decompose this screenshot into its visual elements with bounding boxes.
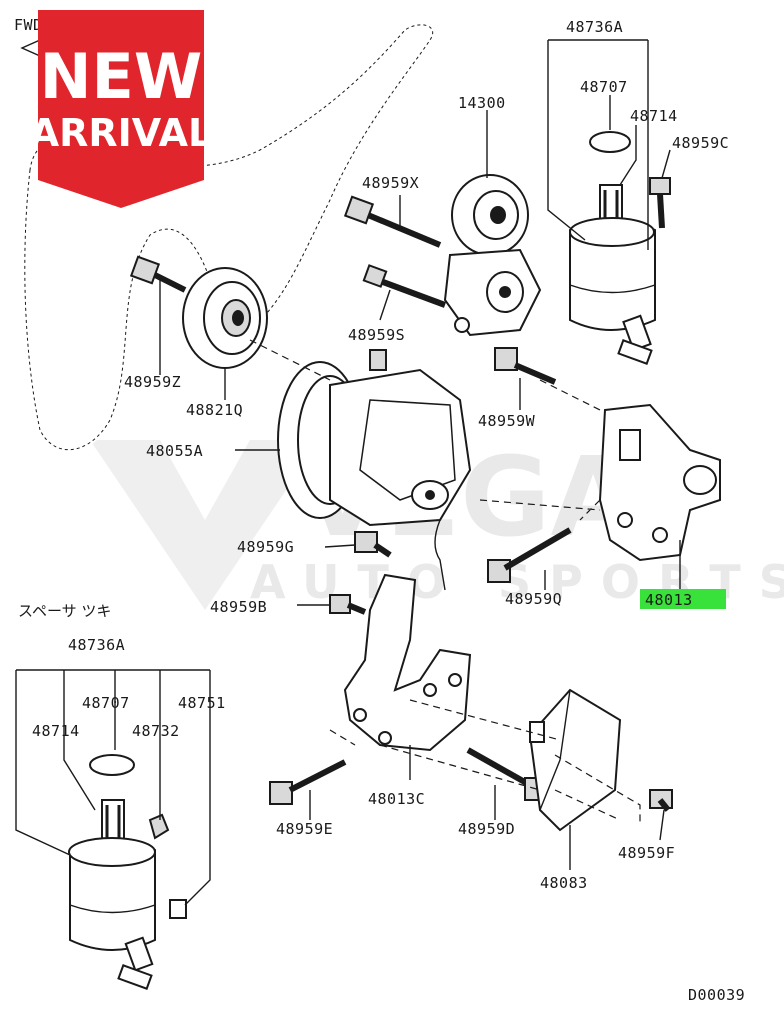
label-48714-top[interactable]: 48714 bbox=[630, 107, 678, 125]
label-48959s[interactable]: 48959S bbox=[348, 326, 405, 344]
heat-shield-48083 bbox=[528, 688, 622, 832]
label-48959q[interactable]: 48959Q bbox=[505, 590, 562, 608]
leader-lines bbox=[15, 39, 681, 906]
diagram-code: D00039 bbox=[688, 986, 745, 1004]
bolt-48959z bbox=[129, 255, 187, 293]
idler-pulley bbox=[182, 267, 268, 369]
label-48736a-bottom[interactable]: 48736A bbox=[68, 636, 125, 654]
label-48959x[interactable]: 48959X bbox=[362, 174, 419, 192]
label-48959d[interactable]: 48959D bbox=[458, 820, 515, 838]
label-48732[interactable]: 48732 bbox=[132, 722, 180, 740]
label-48013[interactable]: 48013 bbox=[645, 591, 693, 609]
bolt-48959f bbox=[649, 789, 673, 812]
label-48959g[interactable]: 48959G bbox=[237, 538, 294, 556]
fwd-arrow-icon: FWD bbox=[14, 16, 43, 57]
reservoir-top bbox=[569, 131, 656, 365]
label-48055a[interactable]: 48055A bbox=[146, 442, 203, 460]
label-48959w[interactable]: 48959W bbox=[478, 412, 536, 430]
new-arrival-badge: NEW ARRIVAL bbox=[30, 10, 213, 208]
label-48736a-top[interactable]: 48736A bbox=[566, 18, 623, 36]
belt-tensioner bbox=[443, 174, 542, 337]
bolt-48959g bbox=[354, 531, 392, 558]
power-steering-pump bbox=[277, 349, 472, 591]
bolt-48959x bbox=[343, 195, 442, 248]
label-48751[interactable]: 48751 bbox=[178, 694, 226, 712]
label-48714-bottom[interactable]: 48714 bbox=[32, 722, 80, 740]
label-48821q[interactable]: 48821Q bbox=[186, 401, 243, 419]
drive-belt bbox=[22, 22, 435, 453]
bolt-48959e bbox=[269, 759, 347, 805]
bolt-48959q bbox=[487, 527, 572, 583]
label-48707-top[interactable]: 48707 bbox=[580, 78, 628, 96]
label-48959z[interactable]: 48959Z bbox=[124, 373, 181, 391]
label-14300[interactable]: 14300 bbox=[458, 94, 506, 112]
label-48013c[interactable]: 48013C bbox=[368, 790, 425, 808]
label-48959b[interactable]: 48959B bbox=[210, 598, 267, 616]
highlight-48013 bbox=[640, 589, 726, 609]
label-48083[interactable]: 48083 bbox=[540, 874, 588, 892]
label-with-spacer: スペーサ ツキ bbox=[18, 602, 111, 620]
dashed-guides bbox=[249, 339, 641, 825]
label-48959c[interactable]: 48959C bbox=[672, 134, 729, 152]
label-48959f[interactable]: 48959F bbox=[618, 844, 675, 862]
bolt-48959b bbox=[329, 594, 367, 615]
badge-line2: ARRIVAL bbox=[30, 111, 213, 155]
part-labels: 48736A 48707 48714 48959C 14300 48959X 4… bbox=[18, 18, 745, 1004]
direction-label: FWD bbox=[14, 16, 43, 34]
badge-line1: NEW bbox=[40, 40, 203, 113]
label-48707-bottom[interactable]: 48707 bbox=[82, 694, 130, 712]
bracket-48013c bbox=[343, 573, 472, 752]
bolt-48959c bbox=[649, 177, 671, 229]
bolt-48959w bbox=[494, 347, 557, 385]
reservoir-bottom bbox=[68, 754, 187, 990]
bolt-48959s bbox=[362, 264, 447, 308]
bracket-48013 bbox=[598, 403, 721, 562]
label-48959e[interactable]: 48959E bbox=[276, 820, 333, 838]
